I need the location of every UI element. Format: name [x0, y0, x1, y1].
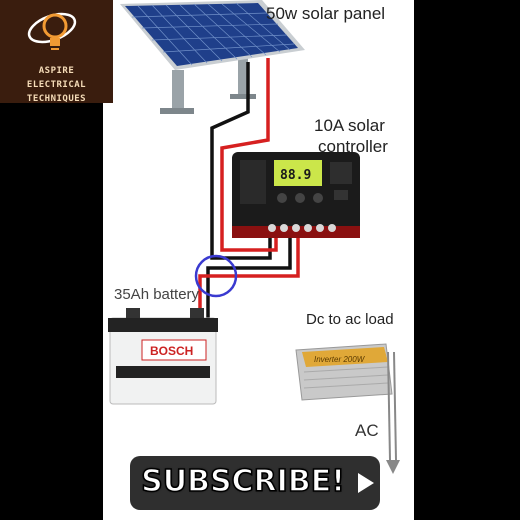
load-label: Dc to ac load	[306, 311, 394, 328]
brand-name-line3: TECHNIQUES	[26, 94, 87, 104]
lightbulb-icon	[27, 12, 77, 50]
play-arrow-icon	[358, 473, 374, 493]
solar-controller	[232, 152, 360, 238]
panel-positive-wire	[220, 58, 278, 252]
battery-brand-label: BOSCH	[150, 344, 193, 358]
solar-panel	[120, 0, 305, 70]
ac-label: AC	[355, 421, 379, 440]
brand-name-line1: ASPIRE	[38, 66, 75, 76]
content-area	[103, 0, 414, 520]
panel-negative-wire	[210, 62, 272, 260]
controller-label-line1: 10A solar	[314, 116, 385, 135]
solar-panel-label: 50w solar panel	[266, 4, 386, 23]
subscribe-button[interactable]: SUBSCRIBE!	[130, 456, 380, 510]
controller-label-line2: controller	[318, 137, 388, 156]
battery-positive-wire	[198, 226, 300, 318]
battery-negative-wire	[206, 226, 292, 318]
subscribe-label: SUBSCRIBE!	[140, 463, 345, 500]
controller-display-text: 88.9	[280, 168, 311, 183]
inverter-label: Inverter 200W	[314, 355, 366, 364]
brand-name: ASPIRE ELECTRICAL TECHNIQUES	[0, 64, 113, 106]
brand-name-line2: ELECTRICAL	[26, 80, 87, 90]
battery-label: 35Ah battery	[114, 286, 200, 303]
brand-logo: ASPIRE ELECTRICAL TECHNIQUES	[0, 0, 113, 106]
ac-output-line	[386, 351, 400, 474]
wires	[198, 58, 300, 318]
inverter	[295, 343, 393, 401]
battery	[108, 308, 218, 405]
panel-stand	[160, 58, 256, 114]
connection-highlight-circle	[194, 254, 238, 298]
